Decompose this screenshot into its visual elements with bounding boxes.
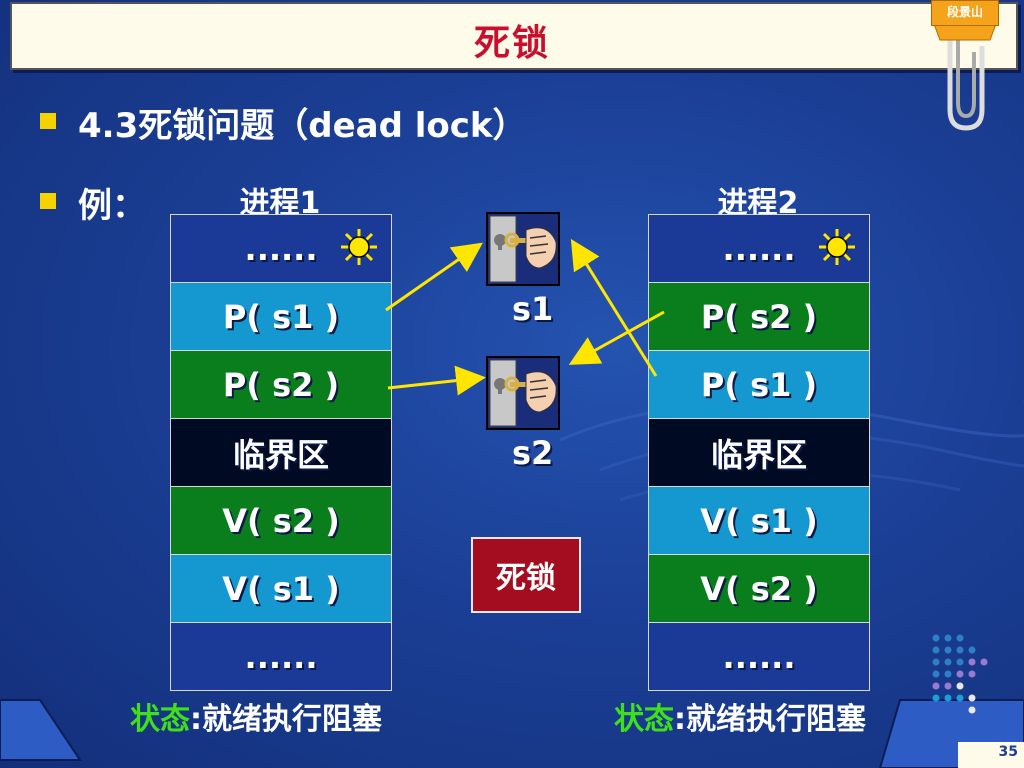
key-lock-icon [486, 212, 560, 286]
state-key: 状态 [130, 702, 190, 737]
state-key: 状态 [614, 702, 674, 737]
process1-cell-text: 临界区 [232, 435, 329, 474]
bullet-marker [40, 193, 56, 209]
process2-cell-text: ...... [722, 637, 796, 676]
page-title: 死锁 [473, 23, 550, 64]
process1-cell-text: V( s1 ) [222, 569, 340, 608]
semaphore-s1-label: s1 [512, 290, 554, 328]
title-bar [10, 2, 1018, 70]
sun-icon [341, 229, 377, 265]
page-number: 35 [998, 744, 1018, 760]
process2-row: V( s1 ) [649, 487, 869, 555]
process2-row: P( s2 ) [649, 283, 869, 351]
process1-column: ...... P( s1 ) P( s2 ) 临界区 V( s2 ) V( s1… [170, 214, 392, 691]
process2-row: P( s1 ) [649, 351, 869, 419]
process2-row: V( s2 ) [649, 555, 869, 623]
process1-row: V( s1 ) [171, 555, 391, 623]
process1-row: V( s2 ) [171, 487, 391, 555]
process2-row: ...... [649, 623, 869, 690]
sun-icon [819, 229, 855, 265]
process2-row: ...... [649, 215, 869, 283]
process2-column: ...... P( s2 ) P( s1 ) 临界区 V( s1 ) V( s2… [648, 214, 870, 691]
process1-cell-text: ...... [244, 229, 318, 268]
process2-cell-text: 临界区 [710, 435, 807, 474]
process1-cell-text: P( s1 ) [222, 297, 340, 336]
deadlock-badge: 死锁 [471, 537, 581, 613]
process2-cell-text: P( s2 ) [700, 297, 818, 336]
process1-row: ...... [171, 215, 391, 283]
state-value: :就绪执行阻塞 [674, 702, 866, 737]
process2-cell-text: P( s1 ) [700, 365, 818, 404]
section-heading: 4.3死锁问题（dead lock） [78, 106, 527, 146]
process2-row: 临界区 [649, 419, 869, 487]
process1-row: ...... [171, 623, 391, 690]
key-lock-icon [486, 356, 560, 430]
process1-cell-text: ...... [244, 637, 318, 676]
process1-row: P( s1 ) [171, 283, 391, 351]
process2-state: 状态:就绪执行阻塞 [614, 694, 866, 738]
process2-cell-text: V( s1 ) [700, 501, 818, 540]
semaphore-s2-label: s2 [512, 434, 554, 472]
author-tag: 段景山 [931, 0, 999, 26]
process1-cell-text: P( s2 ) [222, 365, 340, 404]
process2-cell-text: ...... [722, 229, 796, 268]
process2-cell-text: V( s2 ) [700, 569, 818, 608]
bullet-marker [40, 113, 56, 129]
process1-row: 临界区 [171, 419, 391, 487]
process1-row: P( s2 ) [171, 351, 391, 419]
process1-cell-text: V( s2 ) [222, 501, 340, 540]
process1-state: 状态:就绪执行阻塞 [130, 694, 382, 738]
state-value: :就绪执行阻塞 [190, 702, 382, 737]
example-label: 例： [78, 186, 146, 226]
